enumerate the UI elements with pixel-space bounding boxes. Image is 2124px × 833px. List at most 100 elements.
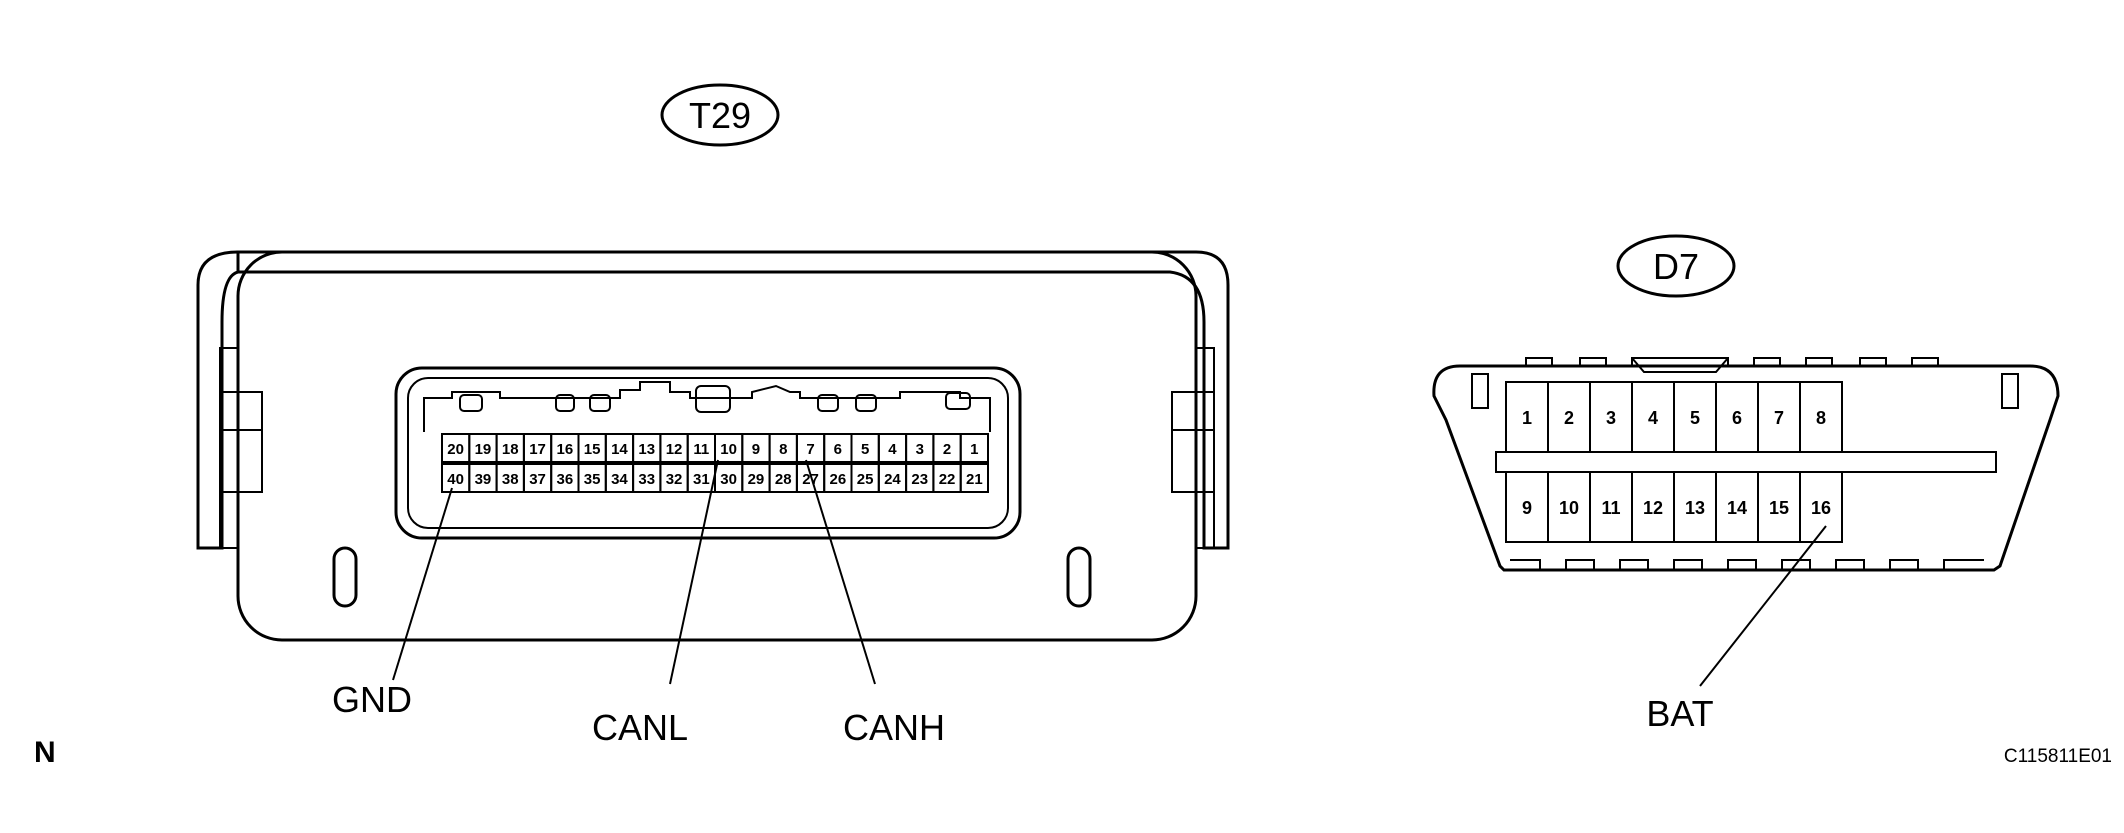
- t29-pin-35: 35: [577, 463, 607, 493]
- d7-pin-label: 3: [1606, 408, 1616, 428]
- d7-leader-bat: [1699, 525, 1827, 687]
- t29-pin-label: 33: [638, 471, 655, 488]
- t29-pin-label: 27: [802, 471, 819, 488]
- t29-pin-label: 30: [720, 471, 737, 488]
- t29-pin-label: 10: [720, 441, 737, 458]
- d7-pin-3: 3: [1589, 381, 1633, 453]
- t29-pin-23: 23: [905, 463, 935, 493]
- t29-pin-label: 31: [693, 471, 710, 488]
- t29-pin-label: 1: [970, 441, 978, 458]
- t29-pin-label: 16: [557, 441, 574, 458]
- d7-pin-label: 14: [1727, 498, 1747, 518]
- t29-pin-4: 4: [877, 433, 908, 463]
- t29-tag-oval: [660, 83, 780, 147]
- t29-pin-label: 23: [911, 471, 928, 488]
- t29-pin-label: 5: [861, 441, 869, 458]
- t29-pin-12: 12: [659, 433, 689, 463]
- t29-pin-33: 33: [632, 463, 662, 493]
- d7-pin-13: 13: [1673, 471, 1717, 543]
- t29-pin-label: 35: [584, 471, 601, 488]
- t29-pin-40: 40: [441, 463, 471, 493]
- d7-pin-label: 11: [1601, 498, 1620, 518]
- d7-pin-2: 2: [1547, 381, 1591, 453]
- canh-label: CANH: [843, 707, 945, 748]
- t29-pin-label: 24: [884, 471, 901, 488]
- d7-row-frame: [1505, 471, 1843, 543]
- t29-leader-gnd: [392, 487, 453, 681]
- t29-outer-housing: [236, 250, 1230, 550]
- d7-pin-4: 4: [1631, 381, 1675, 453]
- t29-pin-label: 19: [475, 441, 492, 458]
- d7-pin-14: 14: [1715, 471, 1759, 543]
- t29-pin-label: 17: [529, 441, 546, 458]
- d7-pin-label: 1: [1522, 408, 1532, 428]
- t29-leader-canl: [669, 459, 719, 685]
- d7-housing: [1432, 364, 2060, 572]
- t29-pin-label: 22: [939, 471, 956, 488]
- d7-right-slot: [2001, 373, 2019, 409]
- t29-pin-10: 10: [714, 433, 744, 463]
- t29-pin-28: 28: [768, 463, 798, 493]
- t29-right-latch: [1171, 347, 1215, 549]
- t29-pin-37: 37: [522, 463, 553, 493]
- t29-pin-20: 20: [441, 433, 471, 463]
- t29-pin-17: 17: [522, 433, 553, 463]
- t29-pin-31: 31: [686, 463, 717, 493]
- d7-pin-label: 15: [1769, 498, 1789, 518]
- d7-row-frame: [1505, 381, 1843, 453]
- t29-pin-label: 7: [806, 441, 814, 458]
- t29-pin-29: 29: [741, 463, 771, 493]
- t29-pin-5: 5: [850, 433, 880, 463]
- t29-pin-8: 8: [768, 433, 798, 463]
- d7-pin-5: 5: [1673, 381, 1717, 453]
- corner-mark: N: [34, 736, 56, 769]
- t29-left-latch: [219, 347, 263, 549]
- t29-left-slot: [332, 546, 358, 608]
- d7-pin-10: 10: [1547, 471, 1591, 543]
- t29-pin-label: 37: [529, 471, 546, 488]
- d7-center-rib: [1495, 451, 1997, 473]
- d7-pin-label: 16: [1811, 498, 1831, 518]
- t29-pin-label: 40: [447, 471, 464, 488]
- t29-pin-13: 13: [632, 433, 662, 463]
- t29-pin-21: 21: [959, 463, 990, 493]
- d7-top-notches: [1460, 357, 2030, 367]
- t29-pin-cell: [959, 433, 990, 463]
- d7-pin-label: 12: [1643, 498, 1663, 518]
- t29-pin-label: 38: [502, 471, 519, 488]
- t29-pin-label: 32: [666, 471, 683, 488]
- bat-label: BAT: [1646, 693, 1713, 734]
- t29-pin-19: 19: [468, 433, 498, 463]
- t29-pin-label: 12: [666, 441, 683, 458]
- d7-tag-oval: [1616, 234, 1736, 298]
- d7-pin-label: 2: [1564, 408, 1574, 428]
- t29-leader-canh: [805, 459, 876, 685]
- canl-label: CANL: [592, 707, 688, 748]
- t29-pin-34: 34: [604, 463, 635, 493]
- figure-code: C115811E01: [2004, 746, 2112, 767]
- t29-pin-2: 2: [932, 433, 962, 463]
- t29-pin-25: 25: [850, 463, 880, 493]
- t29-right-slot: [1066, 546, 1092, 608]
- d7-pin-label: 9: [1522, 498, 1532, 518]
- t29-pin-label: 6: [834, 441, 842, 458]
- t29-pin-14: 14: [604, 433, 635, 463]
- t29-pin-label: 9: [752, 441, 760, 458]
- d7-pin-7: 7: [1757, 381, 1801, 453]
- t29-pin-18: 18: [495, 433, 525, 463]
- t29-pin-label: 26: [830, 471, 847, 488]
- t29-key-profile: [423, 381, 991, 432]
- t29-pin-cell: [959, 463, 990, 493]
- t29-pin-label: 15: [584, 441, 601, 458]
- d7-pin-6: 6: [1715, 381, 1759, 453]
- d7-tag: D7: [1653, 246, 1699, 287]
- d7-pin-9: 9: [1505, 471, 1549, 543]
- t29-pin-16: 16: [550, 433, 580, 463]
- d7-left-slot: [1471, 373, 1489, 409]
- d7-pin-1: 1: [1505, 381, 1549, 453]
- t29-pin-1: 1: [959, 433, 990, 463]
- d7-pin-12: 12: [1631, 471, 1675, 543]
- t29-pin-36: 36: [550, 463, 580, 493]
